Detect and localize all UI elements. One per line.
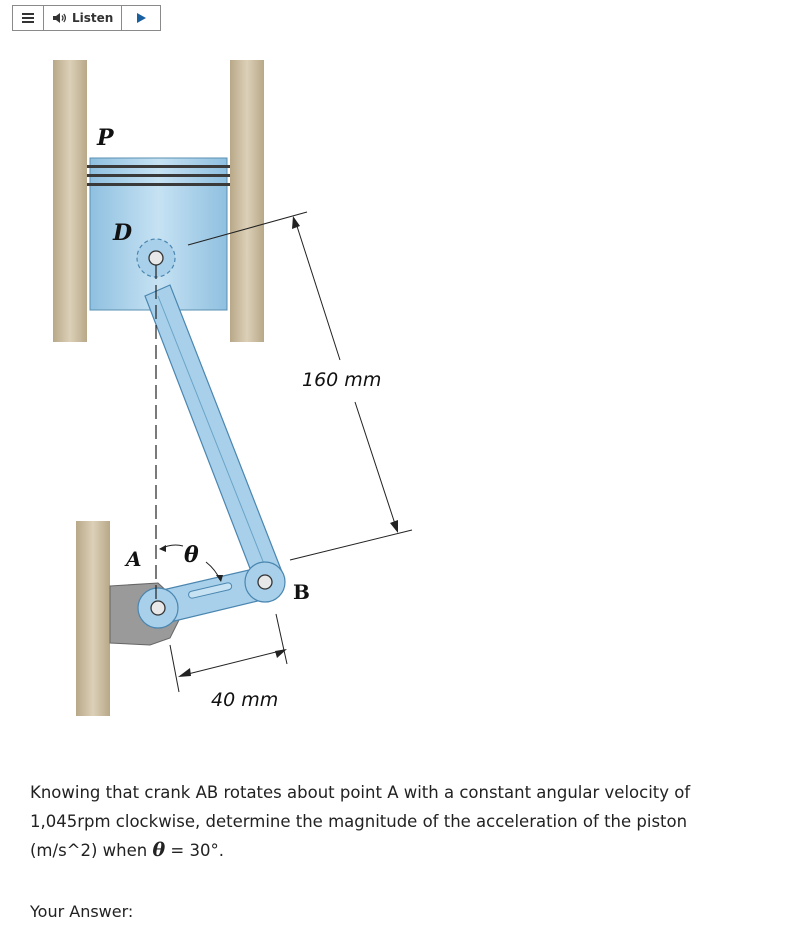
- equals-sign: =: [165, 841, 190, 860]
- answer-label: Your Answer:: [30, 902, 134, 921]
- arrowhead: [178, 668, 191, 677]
- question-line: 1,045rpm clockwise, determine the magnit…: [30, 812, 688, 831]
- extension-line: [289, 529, 413, 561]
- listen-label: Listen: [72, 11, 114, 25]
- label-B: B: [293, 580, 310, 604]
- speaker-icon: [53, 13, 67, 23]
- play-button[interactable]: [122, 6, 160, 30]
- question-line: (m/s^2) when θ = 30°.: [30, 836, 730, 865]
- question-text: Knowing that crank AB rotates about poin…: [30, 778, 730, 865]
- label-theta: θ: [184, 542, 199, 568]
- theta-symbol: θ: [152, 839, 166, 861]
- arrowhead: [292, 216, 300, 229]
- extension-line: [187, 211, 308, 246]
- piston-crank-figure: P D A θ B 160 mm 40 mm: [53, 60, 413, 716]
- pin-B: [257, 574, 273, 590]
- dimension-label-40: 40 mm: [211, 689, 278, 711]
- play-icon: [137, 13, 147, 23]
- piston-ring: [87, 174, 230, 177]
- piston: [89, 157, 228, 311]
- dimension-line-160: [294, 219, 341, 361]
- extension-line: [275, 613, 288, 665]
- question-fragment: (m/s^2) when: [30, 841, 148, 860]
- theta-arrowhead: [159, 545, 166, 552]
- listen-toolbar: Listen: [12, 5, 161, 31]
- angle-value: 30°.: [189, 841, 225, 860]
- dimension-label-160: 160 mm: [302, 369, 381, 391]
- arrowhead: [390, 520, 398, 533]
- theta-arrowhead: [216, 575, 223, 582]
- listen-button[interactable]: Listen: [44, 6, 123, 30]
- cylinder-wall-right: [230, 60, 264, 342]
- base-wall: [76, 521, 110, 716]
- cylinder-wall-left: [53, 60, 87, 342]
- label-D: D: [112, 220, 132, 246]
- crank-AB: [137, 561, 286, 629]
- hamburger-icon[interactable]: [13, 6, 44, 30]
- pin-D: [148, 250, 164, 266]
- piston-ring: [87, 165, 230, 168]
- pin-A: [150, 600, 166, 616]
- arrowhead: [275, 649, 287, 658]
- extension-line: [169, 644, 180, 693]
- question-line: Knowing that crank AB rotates about poin…: [30, 783, 691, 802]
- piston-ring: [87, 183, 230, 186]
- label-P: P: [96, 125, 115, 151]
- label-A: A: [124, 547, 142, 571]
- dimension-line-40: [179, 649, 285, 677]
- dimension-line-160: [354, 401, 398, 531]
